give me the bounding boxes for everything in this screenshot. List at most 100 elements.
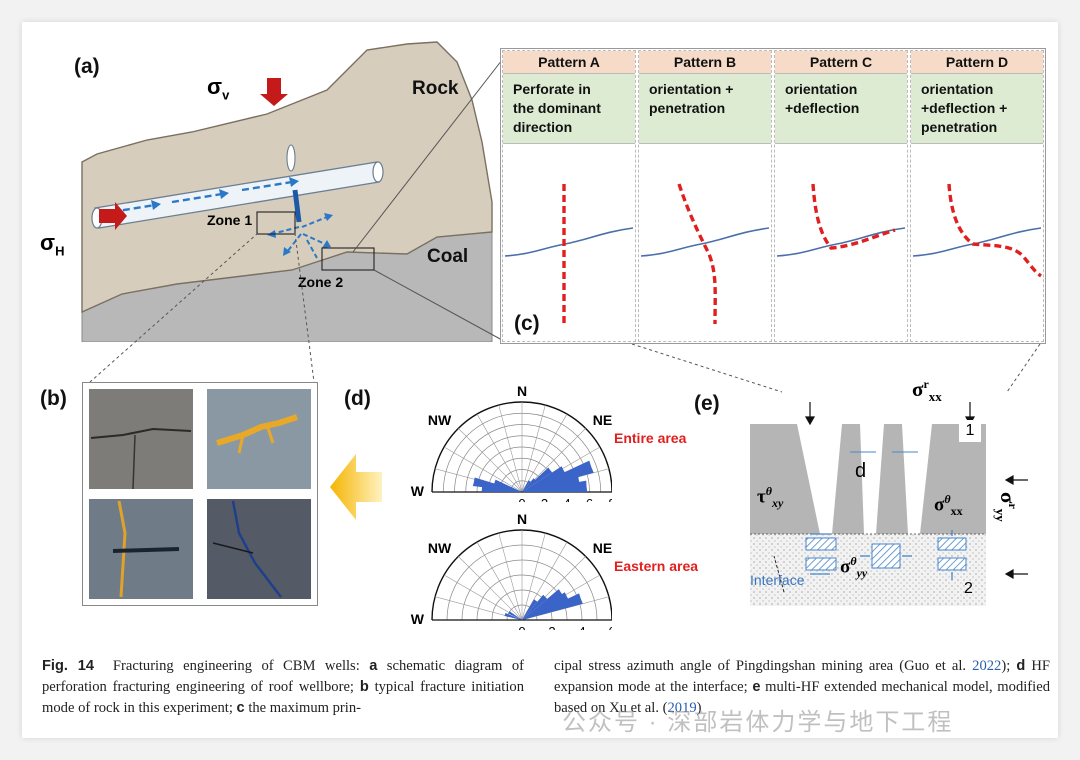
pattern-description-line: orientation <box>921 81 994 97</box>
rose-petal <box>493 479 522 492</box>
pattern-description: orientation+deflection <box>775 74 907 144</box>
pattern-description-line: direction <box>513 119 573 135</box>
sigma-r-xx-label: σrxx <box>912 377 942 405</box>
rose-tick-label: 2 <box>548 624 555 630</box>
shear-arrows <box>810 530 953 580</box>
coal-label: Coal <box>427 246 469 267</box>
rose-petal <box>522 467 553 492</box>
rose-diagram-eastern: 0246NNWNEWE <box>411 511 612 630</box>
rose-tick-label: 4 <box>578 624 585 630</box>
rose-direction-label: W <box>411 611 425 627</box>
watermark: 公众号 · 深部岩体力学与地下工程 <box>562 709 954 736</box>
pattern-header: Pattern D <box>911 51 1043 74</box>
rose-spoke <box>476 413 523 493</box>
rose-petal <box>472 477 522 492</box>
rose-spoke <box>443 574 523 621</box>
interface-label: Interface <box>750 572 805 588</box>
rose-direction-label: NW <box>428 540 452 556</box>
pattern-column-2: Pattern B orientation + penetration <box>638 50 772 342</box>
rose-tick-label: 4 <box>563 496 570 502</box>
stress-element-1b <box>805 557 837 571</box>
rose-tick-label: 0 <box>518 496 525 502</box>
rose-petal <box>522 599 538 620</box>
rose-spoke <box>458 428 523 493</box>
sigma-v-arrow <box>260 78 288 106</box>
zone1-label: Zone 1 <box>207 212 253 228</box>
rose-petal <box>508 611 522 620</box>
pattern-description-line: orientation <box>785 81 858 97</box>
stress-element-3b <box>937 557 967 571</box>
zone1-box <box>256 211 296 235</box>
pattern-sketch <box>640 183 770 325</box>
layer-1 <box>750 424 986 534</box>
rose-direction-label: NE <box>593 540 612 556</box>
wellbore-pipe <box>91 144 384 229</box>
interface-curve <box>912 227 1042 257</box>
panel-a-diagram <box>81 41 493 342</box>
rose-spoke <box>521 596 610 621</box>
interface-pointer <box>773 555 785 593</box>
flow-arrows <box>111 180 293 214</box>
rose-tick-label: 8 <box>608 496 612 502</box>
pattern-description-line: penetration <box>921 119 998 135</box>
interface-curve <box>504 227 634 257</box>
figure-page: (a) σv σH Rock Coal Zone 1 Zone 2 Patter… <box>22 22 1058 738</box>
pattern-column-4: Pattern D orientation +deflection + penetra… <box>910 50 1044 342</box>
pattern-header: Pattern C <box>775 51 907 74</box>
zone2-box <box>321 247 375 271</box>
pattern-description: Perforate in the dominant direction <box>503 74 635 144</box>
rose-spoke <box>443 446 523 493</box>
rose-spoke <box>521 532 546 621</box>
rose-tick-label: 2 <box>541 496 548 502</box>
interface-curve <box>776 227 906 257</box>
rose-direction-label: N <box>517 511 527 527</box>
rose-direction-label: W <box>411 483 425 499</box>
rose2-title: Eastern area <box>614 558 699 574</box>
panel-c-label: (c) <box>510 312 544 336</box>
rose-direction-label: NE <box>593 412 612 428</box>
interface-curve <box>640 227 770 257</box>
rose-petal <box>522 466 566 492</box>
zone2-label: Zone 2 <box>298 274 344 290</box>
rock-label: Rock <box>412 78 459 99</box>
pattern-description-line: +deflection + <box>921 100 1008 116</box>
rose-petal <box>481 484 522 492</box>
panel-d-label: (d) <box>344 387 371 410</box>
rose1-title: Entire area <box>614 430 687 446</box>
pattern-sketch <box>776 183 906 257</box>
rose-spoke <box>498 532 523 621</box>
rose-petal <box>504 612 522 620</box>
rose-petal <box>522 594 548 620</box>
connector-lines <box>89 59 1041 393</box>
pattern-description-line: penetration <box>649 100 726 116</box>
fracture-path <box>947 183 1042 278</box>
pattern-header: Pattern A <box>503 51 635 74</box>
sigma-h-label: σH <box>40 230 65 259</box>
tau-xy-label: τθxy <box>757 484 784 511</box>
rose-spoke <box>498 404 523 493</box>
stress-element-3a <box>937 537 967 551</box>
pattern-description: orientation +deflection + penetration <box>911 74 1043 144</box>
panel-a-label: (a) <box>74 55 100 78</box>
pattern-sketch <box>504 184 634 324</box>
rose-direction-label: NW <box>428 412 452 428</box>
layer1-label: 1 <box>959 420 981 442</box>
pattern-description: orientation + penetration <box>639 74 771 144</box>
rose-spoke <box>458 556 523 621</box>
rose-diagram-entire: 02468NNWNEWE <box>411 383 612 502</box>
pattern-column-1: Pattern A Perforate in the dominant directi… <box>502 50 636 342</box>
pattern-description-line: Perforate in <box>513 81 591 97</box>
caption-left: Fig. 14 Fracturing engineering of CBM we… <box>42 658 524 716</box>
rose-petal <box>522 589 564 620</box>
pattern-description-line: the dominant <box>513 100 601 116</box>
rose-tick-label: 6 <box>586 496 593 502</box>
sigma-theta-yy-label: σθyy <box>840 554 868 581</box>
sigma-v-label: σv <box>207 74 230 103</box>
pattern-header: Pattern B <box>639 51 771 74</box>
panel-b-label: (b) <box>40 387 67 410</box>
orange-arrow-icon <box>330 454 382 520</box>
multi-hf-model <box>750 402 1028 606</box>
pattern-description-line: orientation + <box>649 81 734 97</box>
rock-photos <box>89 389 311 599</box>
